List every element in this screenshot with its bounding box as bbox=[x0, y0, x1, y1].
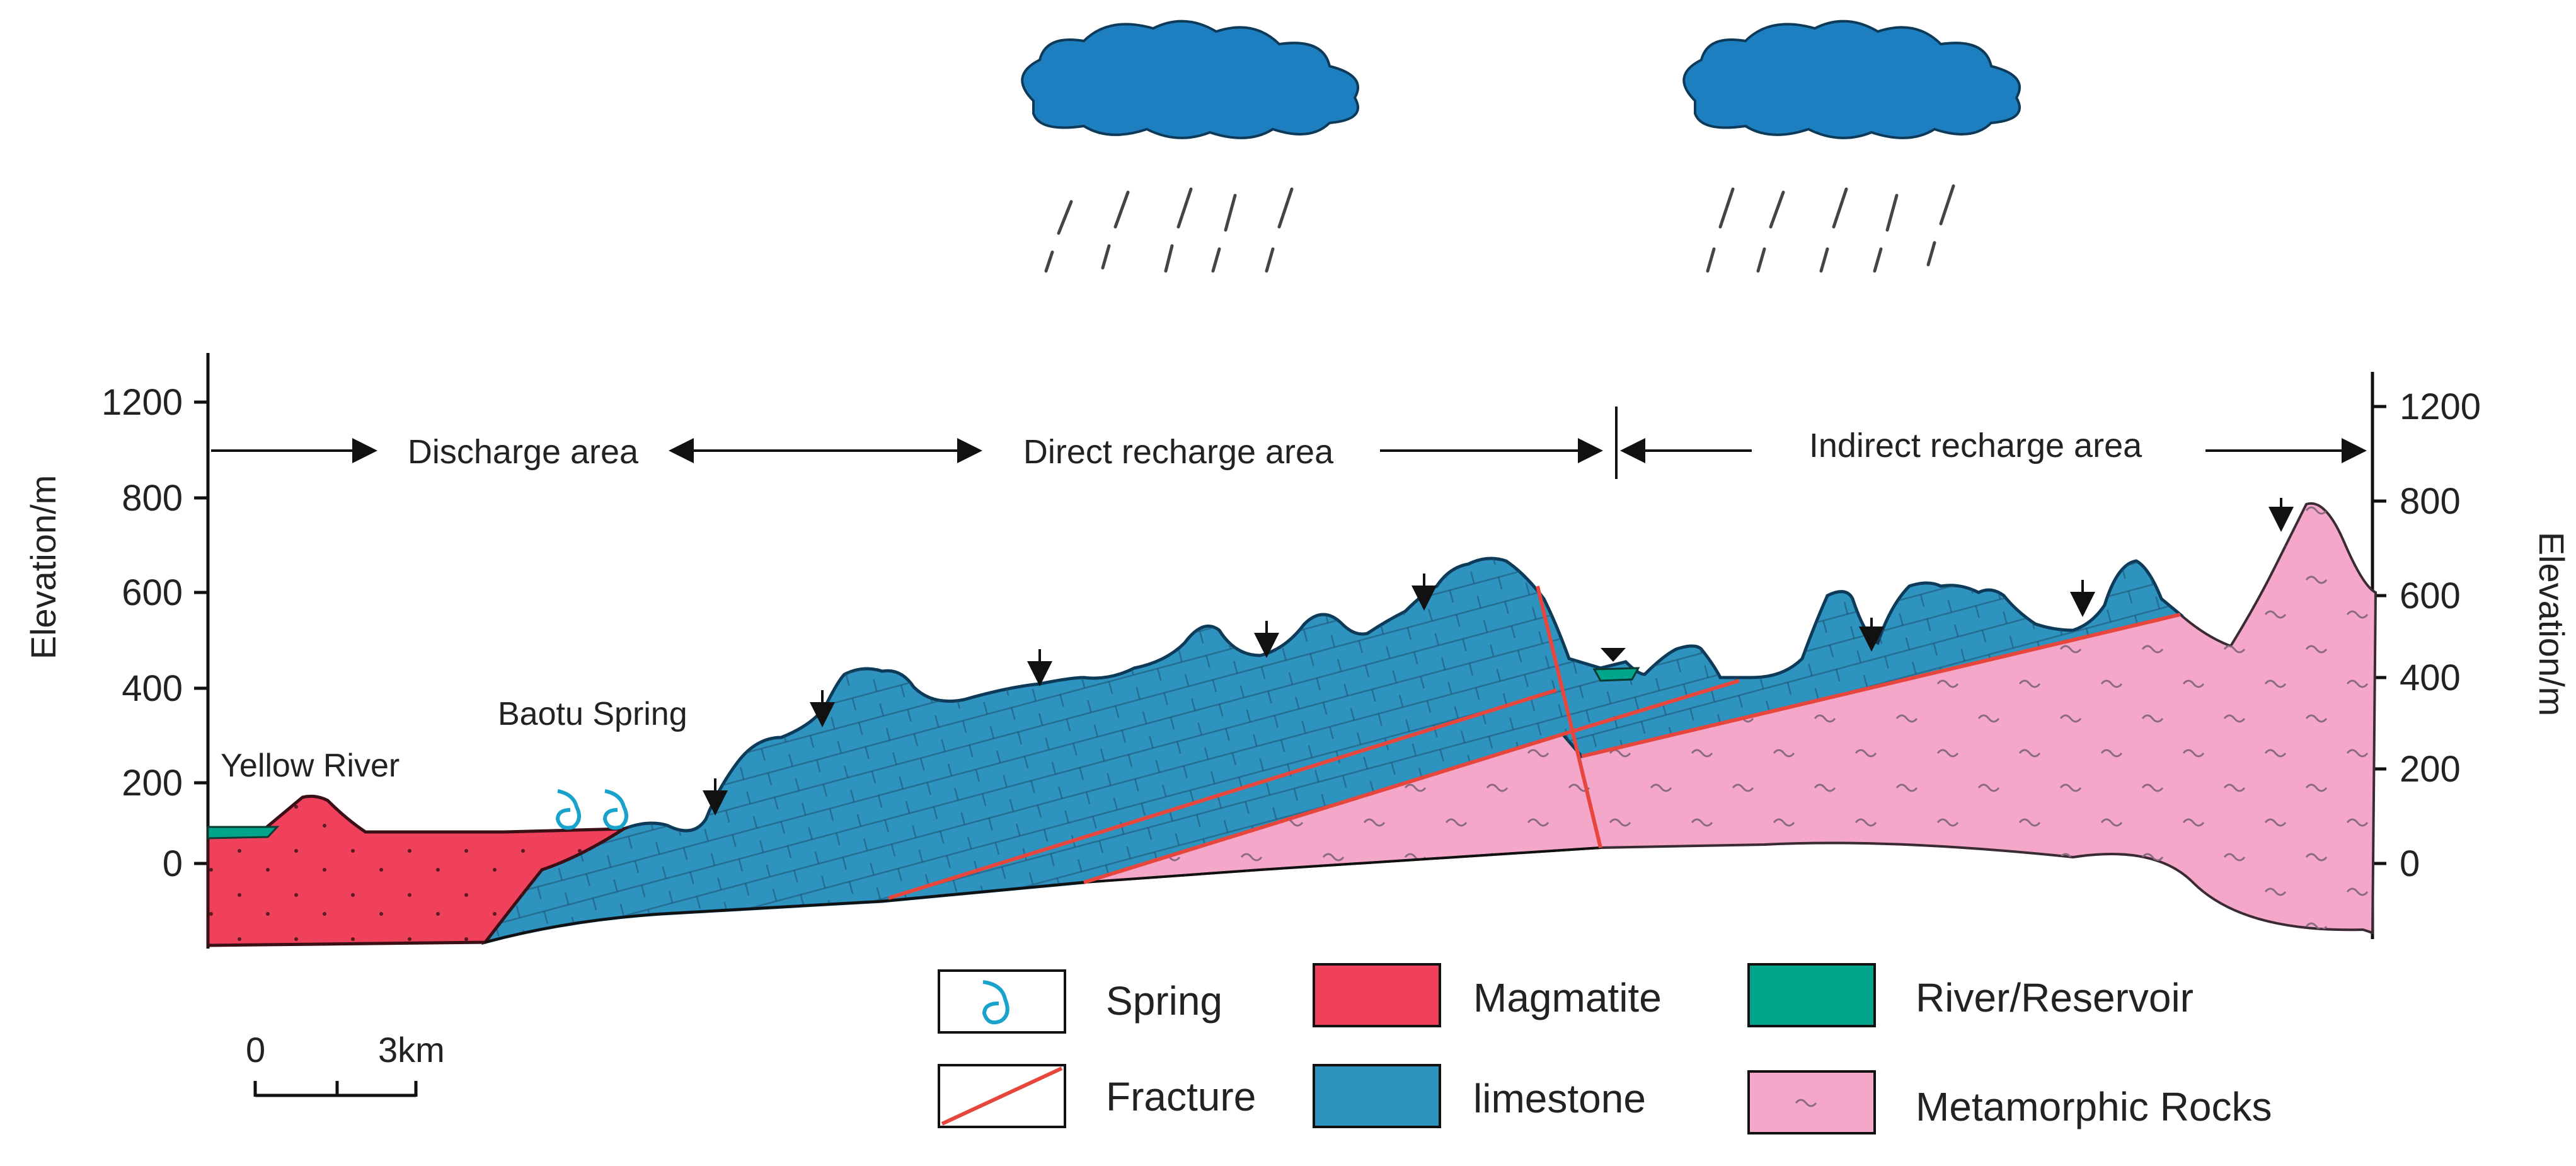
scale-bar: 0 3km bbox=[246, 1030, 445, 1097]
legend-limestone-swatch bbox=[1313, 1064, 1441, 1128]
left-tick-label-200: 200 bbox=[122, 763, 183, 804]
left-elevation-axis: 1200 800 600 400 200 0 Elevation/m bbox=[23, 353, 210, 949]
legend-limestone-label: limestone bbox=[1473, 1076, 1646, 1121]
legend-magmatite-label: Magmatite bbox=[1473, 975, 1662, 1020]
legend-magmatite-swatch bbox=[1313, 963, 1441, 1027]
baotu-spring-label: Baotu Spring bbox=[498, 696, 687, 732]
scale-start-label: 0 bbox=[246, 1030, 265, 1070]
legend-spring-label: Spring bbox=[1106, 978, 1222, 1024]
scale-end-label: 3km bbox=[378, 1030, 445, 1070]
fracture-line bbox=[941, 1066, 1063, 1126]
legend: Spring Magmatite River/Reservoir Fractur… bbox=[938, 963, 2272, 1134]
rain-cloud-left bbox=[1021, 20, 1359, 139]
legend-river-reservoir-label: River/Reservoir bbox=[1916, 975, 2194, 1020]
right-tick-label-600: 600 bbox=[2400, 575, 2461, 616]
right-elevation-axis: 1200 800 600 400 200 0 Elevation/m bbox=[2371, 372, 2572, 939]
legend-metamorphic-swatch bbox=[1747, 1070, 1876, 1134]
water-table-marker bbox=[1601, 648, 1626, 662]
discharge-area-label: Discharge area bbox=[408, 433, 639, 471]
right-tick-label-800: 800 bbox=[2400, 481, 2461, 522]
spring-icon bbox=[555, 789, 581, 830]
indirect-recharge-area-label: Indirect recharge area bbox=[1809, 427, 2142, 465]
spring-icon bbox=[602, 789, 628, 830]
left-tick-label-1200: 1200 bbox=[101, 382, 183, 423]
legend-metamorphic-label: Metamorphic Rocks bbox=[1916, 1084, 2272, 1129]
left-tick-label-0: 0 bbox=[163, 843, 183, 884]
yellow-river-label: Yellow River bbox=[221, 748, 400, 784]
rain-cloud-right bbox=[1682, 20, 2021, 139]
rain-streaks-right bbox=[1706, 184, 1955, 273]
legend-spring-swatch bbox=[938, 969, 1066, 1034]
left-tick-label-600: 600 bbox=[122, 572, 183, 613]
cross-section bbox=[206, 502, 2378, 947]
area-indicators bbox=[211, 407, 2367, 479]
right-tick-label-200: 200 bbox=[2400, 749, 2461, 790]
recharge-arrows bbox=[703, 498, 2294, 816]
legend-fracture-label: Fracture bbox=[1106, 1074, 1256, 1119]
left-tick-label-400: 400 bbox=[122, 668, 183, 709]
right-axis-title: Elevation/m bbox=[2532, 532, 2572, 717]
legend-river-swatch bbox=[1747, 963, 1876, 1027]
yellow-river-water bbox=[207, 826, 280, 840]
rain-streaks-left bbox=[1044, 187, 1294, 273]
right-tick-label-400: 400 bbox=[2400, 657, 2461, 698]
left-tick-label-800: 800 bbox=[122, 478, 183, 519]
fracture-lines bbox=[888, 586, 2181, 900]
baotu-spring-icons bbox=[555, 789, 628, 830]
direct-recharge-area-label: Direct recharge area bbox=[1023, 433, 1334, 471]
left-axis-title: Elevation/m bbox=[23, 475, 63, 660]
right-tick-label-1200: 1200 bbox=[2400, 386, 2481, 427]
right-tick-label-0: 0 bbox=[2400, 843, 2420, 884]
spring-icon bbox=[982, 980, 1009, 1025]
reservoir-water bbox=[1592, 667, 1640, 682]
